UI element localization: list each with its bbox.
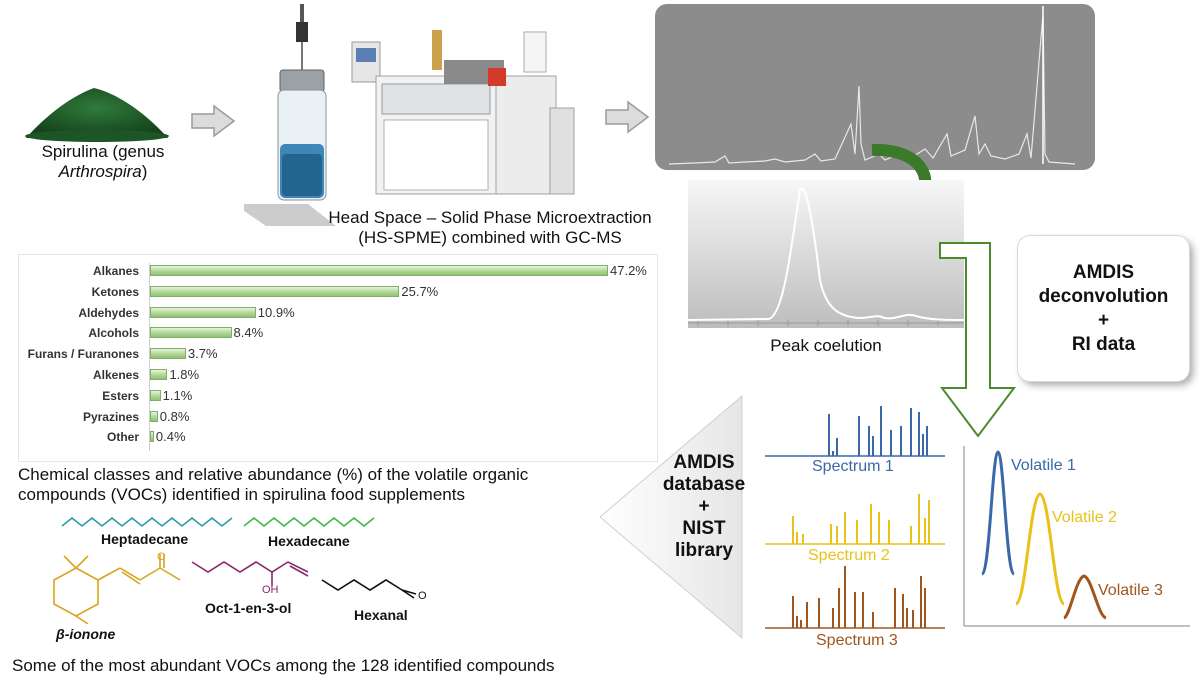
bar: [150, 431, 154, 443]
spirulina-powder-image: [25, 88, 169, 142]
genus-name: Arthrospira: [58, 162, 142, 181]
chart-caption-line1: Chemical classes and relative abundance …: [18, 465, 529, 484]
bar: [150, 348, 186, 360]
bar-value-label: 47.2%: [610, 263, 647, 278]
spectrum-1-lines: [765, 406, 945, 457]
bar-value-label: 3.7%: [187, 346, 218, 362]
volatile-3-label: Volatile 3: [1098, 582, 1163, 599]
bar-value-label: 10.9%: [257, 304, 295, 320]
bar: [150, 369, 168, 380]
bar-value-label: 1.1%: [162, 387, 193, 403]
bar-category-label: Esters: [102, 388, 139, 403]
bar-category-label: Alkanes: [92, 264, 139, 278]
bar: [150, 306, 256, 318]
chart-y-axis: [149, 263, 150, 451]
bar-value-label: 1.8%: [169, 367, 200, 382]
bar-category-label: Other: [106, 430, 139, 445]
bar-value-label: 0.4%: [155, 429, 186, 445]
hexanal-structure: [321, 579, 417, 599]
spectrum-3-lines: [765, 566, 945, 629]
bar: [150, 327, 232, 339]
heptadecane-label: Heptadecane: [101, 531, 189, 547]
hexadecane-label: Hexadecane: [268, 533, 350, 549]
extraction-caption: Head Space – Solid Phase Microextraction…: [305, 208, 675, 248]
spectrum-3-label: Spectrum 3: [816, 632, 898, 649]
library-box-line3: +: [698, 496, 710, 517]
bar-category-label: Alcohols: [88, 326, 139, 341]
heptadecane-structure: [61, 516, 233, 528]
bar-value-label: 0.8%: [159, 408, 190, 424]
library-arrow-shape: [599, 394, 743, 640]
beta-ionone-label: β-ionone: [56, 626, 115, 642]
spirulina-label-line1: Spirulina (genus: [41, 142, 165, 161]
chromatogram-trace: [668, 6, 1076, 165]
chart-caption-line2: compounds (VOCs) identified in spirulina…: [18, 485, 465, 504]
voc-class-bar-chart: Alkanes 47.2% Ketones 25.7% Aldehydes 10.9% Al…: [18, 254, 658, 462]
oct-1-en-3-ol-structure: [191, 561, 309, 586]
spectrum-1-label: Spectrum 1: [812, 458, 894, 475]
bar: [150, 389, 161, 401]
bar-category-label: Pyrazines: [82, 409, 139, 424]
bar: [150, 285, 400, 297]
bar-category-label: Aldehydes: [78, 305, 139, 320]
bottom-caption: Some of the most abundant VOCs among the…: [12, 656, 555, 675]
hexanal-oxygen-label: O: [418, 590, 427, 602]
ionone-name: -ionone: [64, 626, 116, 642]
bar-value-label: 8.4%: [233, 325, 264, 341]
deconvolution-box: AMDIS deconvolution + RI data: [1018, 236, 1189, 381]
flow-arrow-icon: [605, 100, 650, 134]
library-box: AMDIS database + NIST library: [656, 452, 752, 562]
volatile-2-peak: [1014, 492, 1066, 606]
spectrum-2-lines: [765, 494, 945, 545]
flow-arrow-icon: [191, 104, 236, 138]
bar-value-label: 25.7%: [401, 283, 439, 299]
chromatogram-panel: [655, 4, 1095, 170]
library-box-line4: NIST: [682, 518, 726, 539]
library-box-line1: AMDIS: [673, 452, 735, 473]
bar-category-label: Ketones: [91, 284, 139, 299]
deconvolution-box-line3: +: [1097, 310, 1110, 331]
spectra-panel: [765, 406, 945, 629]
hexanal-label: Hexanal: [354, 607, 408, 623]
gc-ms-instrument-image: [351, 30, 575, 195]
peak-coelution-label: Peak coelution: [770, 336, 882, 355]
hs-spme-vial-image: [244, 4, 336, 226]
peak-coelution-trace: [687, 187, 965, 326]
deconvolution-box-line1: AMDIS: [1072, 262, 1135, 283]
peak-coelution-panel: [687, 180, 965, 328]
ionone-oxygen-label: O: [157, 551, 166, 563]
volatile-2-label: Volatile 2: [1052, 509, 1117, 526]
deconvolution-flow-arrow-icon: [939, 242, 1016, 438]
bar-category-label: Furans / Furanones: [27, 347, 139, 362]
deconvolution-box-line2: deconvolution: [1038, 286, 1169, 307]
extraction-caption-line2: (HS-SPME) combined with GC-MS: [358, 228, 622, 247]
hexadecane-structure: [243, 516, 375, 528]
volatile-1-label: Volatile 1: [1011, 457, 1076, 474]
octenol-hydroxyl-label: OH: [262, 584, 279, 596]
library-box-line2: database: [662, 474, 746, 495]
bar: [150, 410, 158, 422]
spirulina-label: Spirulina (genus Arthrospira): [8, 142, 198, 182]
beta-symbol: β: [56, 626, 65, 642]
deconvolution-box-line4: RI data: [1071, 334, 1136, 355]
oct-1-en-3-ol-label: Oct-1-en-3-ol: [205, 600, 292, 616]
chart-caption: Chemical classes and relative abundance …: [18, 465, 658, 505]
deconvoluted-volatiles-panel: [963, 446, 1190, 627]
extraction-caption-line1: Head Space – Solid Phase Microextraction: [328, 208, 652, 227]
spectrum-2-label: Spectrum 2: [808, 547, 890, 564]
bar-category-label: Alkenes: [92, 368, 139, 382]
volatile-3-peak: [1062, 574, 1107, 620]
library-box-line5: library: [674, 540, 734, 561]
bar: [150, 265, 608, 276]
beta-ionone-structure: [53, 554, 181, 624]
volatile-1-peak: [980, 450, 1016, 576]
genus-paren: ): [141, 162, 148, 181]
